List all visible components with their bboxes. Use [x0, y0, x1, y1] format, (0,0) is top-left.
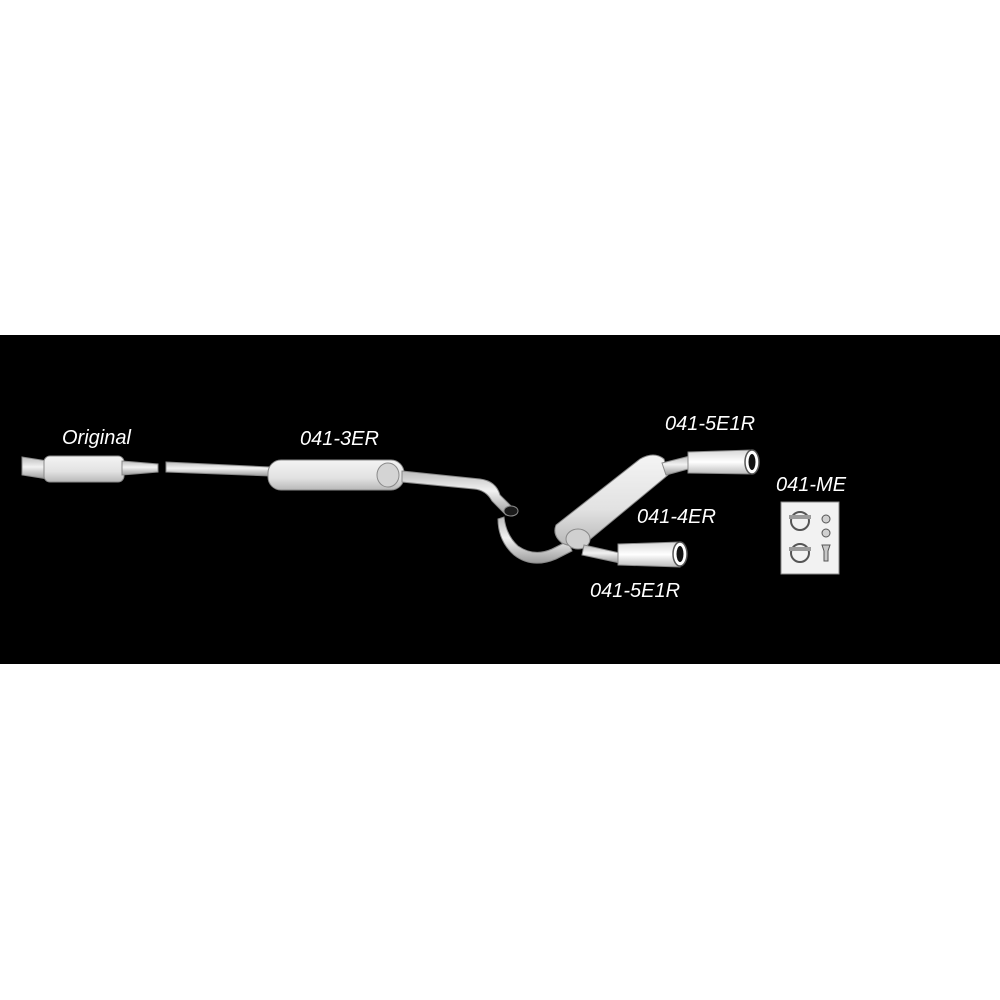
label-041-me: 041-ME — [776, 474, 847, 496]
original-part — [21, 455, 159, 483]
part-041-3er — [165, 459, 519, 517]
label-041-5e1r-bottom: 041-5E1R — [590, 580, 680, 602]
label-041-4er: 041-4ER — [637, 506, 716, 528]
label-041-5e1r-top: 041-5E1R — [665, 413, 755, 435]
label-original: Original — [62, 427, 131, 449]
part-041-5e1r-top — [687, 449, 760, 475]
part-041-5e1r-bottom — [617, 541, 688, 568]
exhaust-diagram: Original 041-3ER 041-5E1R 041-4ER 041-5E… — [21, 413, 847, 602]
label-041-3er: 041-3ER — [300, 428, 379, 450]
exhaust-diagram-panel: Original 041-3ER 041-5E1R 041-4ER 041-5E… — [0, 335, 1000, 664]
part-041-me-kit — [780, 501, 840, 575]
